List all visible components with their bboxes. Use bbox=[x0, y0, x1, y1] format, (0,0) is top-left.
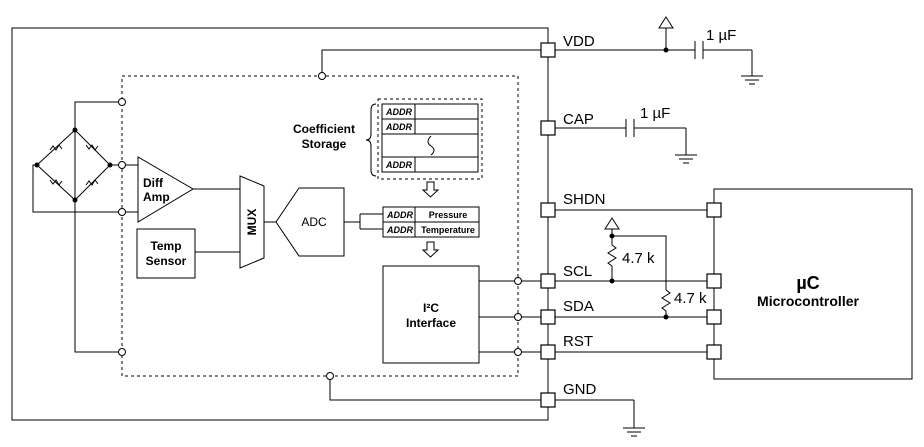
mux-block bbox=[239, 175, 265, 269]
pressure-reg-label: Pressure bbox=[429, 210, 468, 220]
supply-icon bbox=[658, 16, 674, 29]
pin-sda-label: SDA bbox=[563, 298, 594, 315]
coeff-addr-3: ADDR bbox=[385, 160, 412, 170]
chip-pins bbox=[540, 42, 556, 408]
coeff-storage-box bbox=[377, 98, 483, 180]
i2c-label-2: Interface bbox=[406, 316, 456, 330]
pin-scl-label: SCL bbox=[563, 263, 592, 280]
microcontroller-label: Microcontroller bbox=[757, 293, 859, 309]
boundary-nodes bbox=[118, 72, 522, 380]
coeff-storage-label-2: Storage bbox=[302, 137, 347, 151]
vdd-capacitor-label: 1 µF bbox=[706, 27, 736, 44]
ground-icon bbox=[675, 154, 697, 164]
arrow-down-icon bbox=[421, 181, 440, 198]
pin-shdn-label: SHDN bbox=[563, 191, 606, 208]
mux-label: MUX bbox=[245, 209, 259, 236]
temperature-reg-label: Temperature bbox=[421, 225, 475, 235]
arrow-down-icon bbox=[421, 241, 440, 258]
coeff-storage-label-1: Coefficient bbox=[293, 122, 355, 136]
microcontroller-symbol: µC bbox=[796, 273, 819, 293]
supply-icon bbox=[604, 217, 620, 230]
pin-gnd-label: GND bbox=[563, 381, 597, 398]
temperature-reg-addr: ADDR bbox=[386, 225, 413, 235]
temp-sensor-label-2: Sensor bbox=[146, 254, 187, 268]
resistor-icon bbox=[607, 244, 617, 267]
i2c-interface-block bbox=[382, 265, 480, 364]
bridge-sensor bbox=[32, 101, 138, 353]
coeff-addr-2: ADDR bbox=[385, 122, 412, 132]
microcontroller-pins bbox=[706, 202, 722, 360]
capacitor-icon bbox=[694, 41, 704, 59]
coeff-addr-1: ADDR bbox=[385, 107, 412, 117]
pin-cap-label: CAP bbox=[563, 111, 594, 128]
pin-rst-label: RST bbox=[563, 333, 593, 350]
coeff-storage-brace bbox=[365, 103, 377, 177]
pin-vdd-label: VDD bbox=[563, 33, 595, 50]
i2c-label-1: I²C bbox=[423, 301, 439, 315]
ground-icon bbox=[623, 427, 645, 437]
pressure-reg-addr: ADDR bbox=[386, 210, 413, 220]
temp-sensor-block bbox=[136, 228, 196, 279]
resistor-icon bbox=[661, 289, 671, 312]
ground-icon bbox=[741, 75, 763, 85]
temp-sensor-label-1: Temp bbox=[150, 239, 181, 253]
scl-resistor-label: 4.7 k bbox=[622, 250, 655, 267]
cap-capacitor-label: 1 µF bbox=[640, 105, 670, 122]
coeff-storage-registers: ADDR ADDR ADDR bbox=[381, 103, 479, 173]
capacitor-icon bbox=[625, 119, 635, 137]
diff-amp bbox=[137, 156, 194, 223]
measurement-registers: ADDR Pressure ADDR Temperature bbox=[382, 206, 480, 238]
sda-resistor-label: 4.7 k bbox=[674, 290, 707, 307]
adc-label: ADC bbox=[301, 215, 327, 229]
diff-amp-label-1: Diff bbox=[143, 176, 164, 190]
diff-amp-label-2: Amp bbox=[143, 190, 170, 204]
